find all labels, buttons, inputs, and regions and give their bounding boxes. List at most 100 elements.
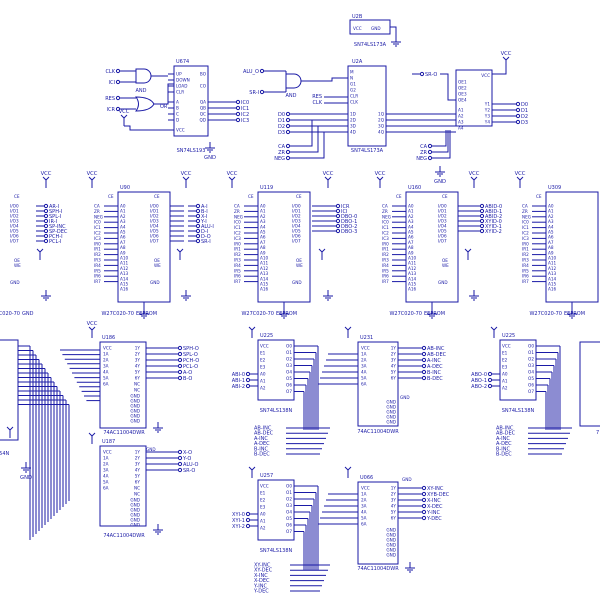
output-port-label: X-DEC [427,504,443,510]
eeprom-we: WE [154,263,161,268]
port-icon [335,208,341,214]
u187-gnd-pin: GND [130,503,140,508]
u186-pin: 1A [103,352,109,357]
gnd-label: GND [20,475,32,481]
eeprom-left-label: IR1 [94,247,101,252]
u231-gnd: GND [400,395,410,400]
eeprom-left-label: IR6 [234,274,241,279]
eeprom-addr-pin: A2 [408,214,414,219]
eeprom-left-label: CA [234,204,240,209]
eeprom-ref: U90 [120,185,130,191]
output-port-label: IC0 [241,100,249,106]
u186-pin: 4A [103,370,109,375]
eeprom-part2: EEPROM [424,311,445,317]
and-gate-icon [285,73,302,89]
eeprom-data-pin: I/O6 [10,234,19,239]
eeprom-left-label: IC3 [94,236,101,241]
eeprom-part: W27C020-70 [241,311,274,317]
port-icon [515,119,521,125]
u186-gnd-pin: GND [130,414,140,419]
decoder-pin: O7 [528,389,534,394]
eeprom-addr-pin: A13 [548,271,557,276]
eeprom-part: W27C020-70 [389,311,422,317]
output-port-label: D-I [201,229,208,235]
vcc-wire [124,125,174,131]
eeprom-addr-pin: A9 [260,250,266,255]
eeprom-left-label: IR4 [234,263,241,268]
eeprom-addr-pin: A1 [260,209,266,214]
eeprom-part2: EEPROM [276,311,297,317]
eeprom-addr-pin: A16 [120,287,129,292]
decoder-pin: O7 [286,529,292,534]
u674-body [173,65,209,137]
eeprom-part2: EEPROM [564,311,585,317]
eeprom-left-label: IC1 [234,225,241,230]
port-icon [285,123,291,129]
eeprom-addr-pin: A11 [260,261,269,266]
eeprom-ref: U309 [548,185,561,191]
mux-body [455,69,493,127]
eeprom-data-pin: I/O0 [438,204,447,209]
output-port-label: XY-INC [427,486,444,492]
eeprom-addr-pin: A12 [260,266,269,271]
u066-pin: 5A [361,516,367,521]
eeprom-addr-pin: A15 [548,282,557,287]
u2a-pin: M [350,70,354,75]
decoder-pin: VCC [260,484,269,489]
output-port-label: B-I [201,209,208,215]
decoder-part: SN74LS138N [260,408,293,414]
output-port-label: ABID-2 [485,214,502,220]
u674-pin: BO [200,72,207,77]
port-icon [235,99,241,105]
output-port-label: XYB-DEC [427,492,450,498]
mux-pin: VCC [481,73,490,78]
decoder-ref: U257 [260,473,273,479]
eeprom-left-label: IC1 [94,225,101,230]
u186-pin: 5Y [135,370,141,375]
eeprom-addr-pin: A6 [548,235,554,240]
eeprom-left-label: CA [382,204,388,209]
input-port-label: ALU_O [243,69,259,75]
eeprom-addr-pin: A0 [408,204,414,209]
eeprom-gnd-pin: GND [292,280,302,285]
u231-gnd-pin: GND [386,410,396,415]
u231-pin: 3A [361,364,367,369]
eeprom-ce: CE [442,194,448,199]
eeprom-left-label: IC3 [234,236,241,241]
eeprom-addr-pin: A9 [120,250,126,255]
u187-pin: VCC [103,450,112,455]
eeprom-addr-pin: A10 [548,256,557,261]
decoder-net-label: B-INC [496,446,510,452]
u231-pin: VCC [361,346,370,351]
decoder-net-label: B-DEC [254,452,270,458]
eeprom-addr-pin: A1 [120,209,126,214]
eeprom-addr-pin: A13 [408,271,417,276]
eeprom-data-pin: I/O0 [150,204,159,209]
u186-gnd-pin: GND [130,409,140,414]
eeprom-left-label: IR0 [234,241,241,246]
eeprom-left-label: IR5 [382,268,389,273]
decoder-pin: E1 [260,351,266,356]
decoder-pin: O3 [528,363,534,368]
eeprom-addr-pin: A3 [548,219,554,224]
eeprom-data-pin: I/O7 [150,239,159,244]
eeprom-addr-pin: A1 [548,209,554,214]
port-icon [421,503,427,509]
vcc-label: VCC [87,171,98,177]
decoder-pin: O6 [286,383,292,388]
u066-pin: 3A [361,504,367,509]
port-icon [195,223,201,229]
vcc-label: VCC [469,171,480,177]
output-port-label: X-O [183,450,192,456]
output-port-label: SP-INC [49,224,66,230]
output-port-label: AB-DEC [427,352,447,358]
eeprom-left-label: IC2 [382,231,389,236]
u066-ref: U066 [360,475,373,481]
vcc-symbol [248,466,256,478]
eeprom-oe: OE [154,258,160,263]
output-port-label: Y-O [182,456,191,462]
eeprom-we: WE [14,263,21,268]
u674-pin: A [176,100,179,105]
mux-pin: OE4 [458,98,467,103]
decoder-net-label: A-INC [496,436,510,442]
